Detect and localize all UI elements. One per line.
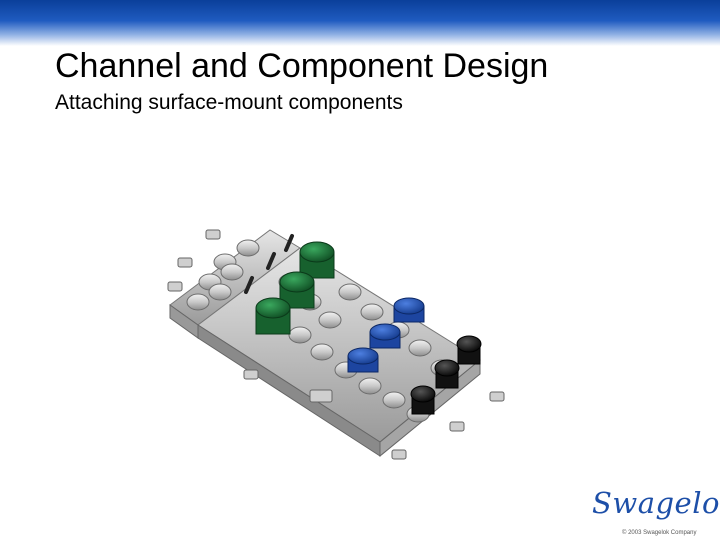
valve-bodies xyxy=(186,239,454,423)
swagelok-logo: Swagelok xyxy=(592,486,720,520)
top-gradient-bar xyxy=(0,0,720,46)
green-caps xyxy=(255,241,335,335)
blue-actuators xyxy=(347,297,425,373)
slide-subtitle: Attaching surface-mount components xyxy=(55,91,403,114)
black-knobs xyxy=(410,335,482,415)
toggle-levers xyxy=(244,234,294,294)
manifold-illustration xyxy=(167,229,505,460)
copyright-notice: © 2003 Swagelok Company xyxy=(622,530,697,536)
side-fittings xyxy=(167,229,505,460)
slide-title: Channel and Component Design xyxy=(55,47,549,85)
